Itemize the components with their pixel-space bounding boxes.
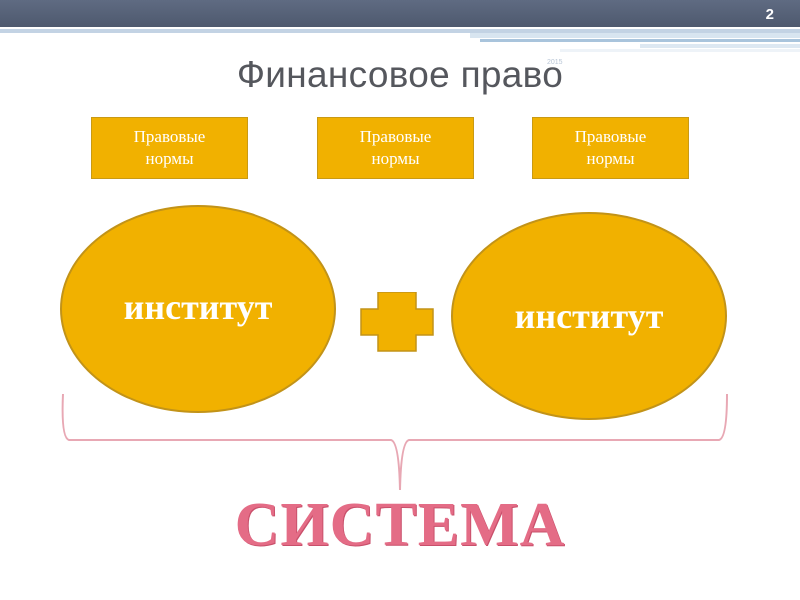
header-stripe [560, 49, 800, 52]
norm-box-line1: Правовые [133, 127, 206, 146]
header-stripe [0, 29, 800, 33]
year-label: 2015 [547, 59, 563, 66]
institute-label: институт [123, 287, 273, 327]
legal-norms-box-2: Правовые нормы [317, 117, 474, 179]
plus-icon [360, 292, 434, 352]
norm-box-line2: нормы [586, 149, 635, 168]
norm-box-line1: Правовые [359, 127, 432, 146]
norm-box-line1: Правовые [574, 127, 647, 146]
system-label: СИСТЕМА [234, 491, 566, 559]
norm-box-line2: нормы [371, 149, 420, 168]
header-stripe [640, 44, 800, 48]
curly-brace-icon [61, 393, 728, 491]
legal-norms-box-3: Правовые нормы [532, 117, 689, 179]
legal-norms-box-1: Правовые нормы [91, 117, 248, 179]
header-bar [0, 0, 800, 27]
slide-title: Финансовое право [236, 54, 564, 95]
institute-ellipse-2: институт [451, 212, 727, 420]
institute-label: институт [514, 296, 664, 336]
institute-ellipse-1: институт [60, 205, 336, 413]
header-stripe [470, 33, 800, 38]
norm-box-line2: нормы [145, 149, 194, 168]
slide-number: 2 [765, 6, 774, 23]
header-stripe [480, 39, 800, 42]
